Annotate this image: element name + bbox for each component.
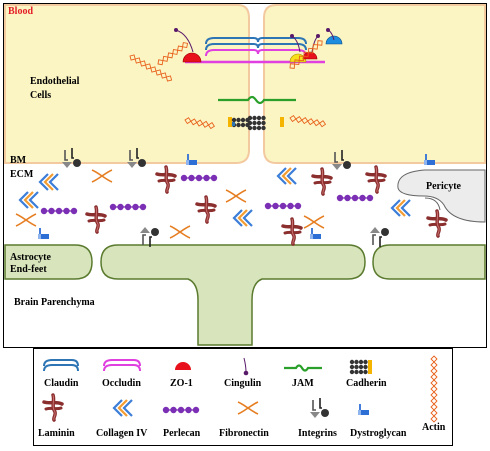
blood-label: Blood (8, 6, 34, 17)
legend-label-jam: JAM (292, 378, 314, 389)
endothelial-cell-right (263, 4, 486, 164)
legend-label-collagen: Collagen IV (96, 428, 148, 439)
laminin-icon (42, 393, 64, 422)
legend-label-integrins: Integrins (298, 428, 337, 439)
dystroglycan-icon (357, 403, 370, 416)
tight-junction-top (174, 28, 343, 64)
astrocyte-endfoot-center (100, 244, 366, 346)
pericyte (397, 169, 486, 223)
legend-label-dystroglycan: Dystroglycan (350, 428, 407, 439)
legend-frame (33, 348, 453, 446)
jam (218, 95, 296, 105)
fibronectin-icon (237, 401, 259, 415)
legend-label-fibronectin: Fibronectin (219, 428, 269, 439)
endothelial-cells-label: Endothelial Cells (30, 76, 80, 101)
diagram-frame (3, 3, 487, 348)
pericyte-label: Pericyte (426, 181, 461, 192)
cingulin-icon (243, 357, 249, 376)
legend-label-occludin: Occludin (102, 378, 141, 389)
integrin-icon (309, 397, 330, 419)
legend-label-actin: Actin (422, 422, 446, 433)
legend-label-zo1: ZO-1 (170, 378, 193, 389)
collagen-icon (112, 398, 134, 418)
actin-icon (430, 355, 438, 423)
ecm-label: ECM (10, 169, 34, 180)
legend-label-perlecan: Perlecan (163, 428, 201, 439)
occludin-icon (103, 359, 141, 372)
astrocyte-endfoot-right (372, 244, 486, 280)
bm-label: BM (10, 155, 27, 166)
astrocyte-label: Astrocyte End-feet (10, 252, 51, 275)
cadherin-icon (349, 359, 372, 375)
claudin-icon (43, 359, 79, 372)
brain-parenchyma-label: Brain Parenchyma (14, 297, 95, 308)
jam-icon (284, 364, 322, 372)
legend-label-cadherin: Cadherin (346, 378, 387, 389)
legend-label-claudin: Claudin (44, 378, 79, 389)
astrocyte-endfoot-left (4, 244, 93, 280)
legend-label-cingulin: Cingulin (224, 378, 262, 389)
cadherin-junction (228, 115, 284, 131)
zo1-icon (175, 362, 191, 370)
legend-label-laminin: Laminin (38, 428, 75, 439)
perlecan-icon (162, 406, 200, 414)
legend-icons (42, 355, 438, 423)
